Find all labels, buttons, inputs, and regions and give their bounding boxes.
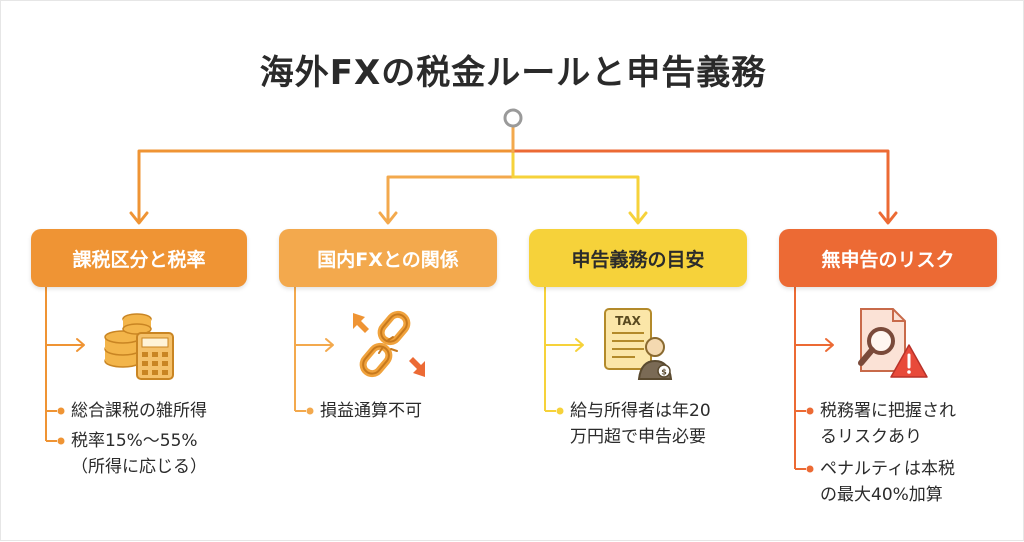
category-box-domestic-fx: 国内FXとの関係 [279, 229, 497, 287]
branch-arrow-2 [378, 211, 398, 225]
category-box-tax-classification: 課税区分と税率 [31, 229, 247, 287]
coins-calculator-icon [104, 313, 174, 380]
broken-chain-icon [353, 310, 425, 378]
bullet-text: ペナルティは本税 [820, 459, 955, 479]
bullet-text: 給与所得者は年20 [570, 401, 711, 421]
category-label: 申告義務の目安 [571, 248, 705, 271]
bullet-text: 税務署に把握され [820, 401, 956, 421]
category-box-non-filing-risk: 無申告のリスク [779, 229, 997, 287]
category-label: 課税区分と税率 [72, 248, 206, 271]
svg-text:$: $ [661, 368, 667, 377]
bullet-text: るリスクあり [820, 427, 922, 447]
category-label: 無申告のリスク [821, 248, 955, 271]
branch-arrow-3 [628, 211, 648, 225]
branch-line-3 [511, 151, 640, 221]
col1-icon-arrow [76, 338, 85, 352]
branch-line-4 [513, 149, 890, 221]
category-label: 国内FXとの関係 [317, 248, 459, 271]
branch-line-1 [137, 127, 515, 221]
branch-arrow-1 [129, 211, 149, 225]
bullet-text: 総合課税の雑所得 [71, 401, 207, 421]
tax-document-icon: TAX $ [604, 308, 673, 380]
bullet-text: 損益通算不可 [320, 401, 422, 421]
document-magnifier-warning-icon [858, 308, 928, 378]
bullet-text: 万円超で申告必要 [570, 427, 706, 447]
branch-arrow-4 [878, 211, 898, 225]
bullet-text: （所得に応じる） [71, 457, 207, 477]
tax-label: TAX [615, 314, 642, 328]
category-box-filing-threshold: 申告義務の目安 [529, 229, 747, 287]
bullet-text: の最大40%加算 [820, 485, 943, 505]
diagram-title: 海外FXの税金ルールと申告義務 [259, 53, 767, 93]
branch-line-2 [386, 151, 515, 221]
bullet-text: 税率15%〜55% [71, 431, 198, 451]
root-node [503, 108, 523, 128]
